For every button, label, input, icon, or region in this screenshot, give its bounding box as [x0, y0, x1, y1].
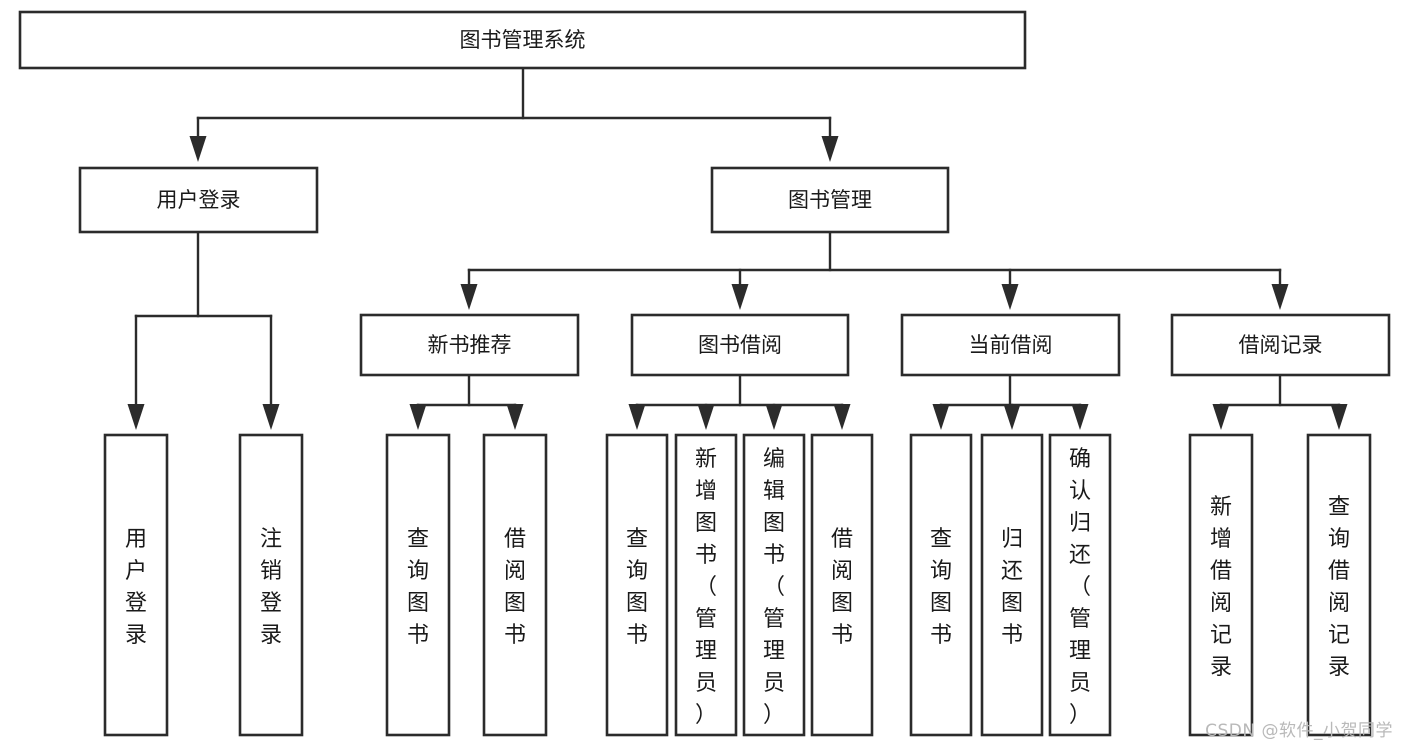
node-label: 图书借阅 [698, 333, 782, 357]
connector-layer [127, 66, 1348, 430]
connector-bus-current-borrow [932, 373, 1089, 430]
leaf-label: 查询图书 [407, 527, 429, 648]
node-box-borrow-record[interactable]: 借阅记录 [1170, 313, 1391, 377]
leaf-box-leaf-logout[interactable]: 注销登录 [238, 433, 304, 737]
node-label: 新书推荐 [428, 333, 512, 357]
connector-bus-user-login [127, 230, 280, 430]
node-box-user-login[interactable]: 用户登录 [78, 166, 319, 234]
leaf-box-leaf-edit-book[interactable]: 编辑图书（管理员） [742, 433, 806, 737]
connector-bus-new-book-rec [409, 373, 524, 430]
leaf-box-leaf-borrow-book-2[interactable]: 借阅图书 [810, 433, 874, 737]
connector-bus-book-borrow [628, 373, 851, 430]
leaf-label: 新增图书（管理员） [695, 447, 717, 728]
leaf-label: 用户登录 [125, 527, 147, 648]
leaf-box-leaf-confirm-return[interactable]: 确认归还（管理员） [1048, 433, 1112, 737]
leaf-label: 编辑图书（管理员） [763, 447, 785, 728]
leaf-label: 确认归还（管理员） [1069, 447, 1091, 728]
leaf-box-leaf-user-login[interactable]: 用户登录 [103, 433, 169, 737]
node-box-new-book-rec[interactable]: 新书推荐 [359, 313, 580, 377]
node-layer: 图书管理系统用户登录图书管理新书推荐图书借阅当前借阅借阅记录用户登录注销登录查询… [18, 10, 1391, 737]
leaf-box-leaf-query-book-2[interactable]: 查询图书 [605, 433, 669, 737]
node-label: 用户登录 [157, 188, 241, 212]
leaf-box-leaf-add-record[interactable]: 新增借阅记录 [1188, 433, 1254, 737]
leaf-box-leaf-borrow-book-1[interactable]: 借阅图书 [482, 433, 548, 737]
leaf-label: 查询借阅记录 [1328, 495, 1350, 680]
connector-bus-root [189, 66, 839, 162]
node-label: 图书管理 [788, 188, 872, 212]
leaf-box-leaf-add-book[interactable]: 新增图书（管理员） [674, 433, 738, 737]
leaf-box-leaf-query-book-3[interactable]: 查询图书 [909, 433, 973, 737]
node-label: 当前借阅 [969, 333, 1053, 357]
connector-bus-book-manage [460, 230, 1289, 310]
leaf-label: 查询图书 [626, 527, 648, 648]
node-box-root[interactable]: 图书管理系统 [18, 10, 1027, 70]
leaf-label: 归还图书 [1001, 527, 1023, 648]
leaf-label: 注销登录 [260, 527, 282, 648]
leaf-label: 借阅图书 [831, 527, 853, 648]
node-box-book-manage[interactable]: 图书管理 [710, 166, 950, 234]
leaf-box-leaf-return-book[interactable]: 归还图书 [980, 433, 1044, 737]
node-label: 借阅记录 [1239, 333, 1323, 357]
leaf-label: 新增借阅记录 [1210, 495, 1232, 680]
node-label: 图书管理系统 [460, 28, 586, 52]
node-box-current-borrow[interactable]: 当前借阅 [900, 313, 1121, 377]
connector-bus-borrow-record [1212, 373, 1348, 430]
leaf-box-leaf-query-record[interactable]: 查询借阅记录 [1306, 433, 1372, 737]
leaf-label: 查询图书 [930, 527, 952, 648]
leaf-box-leaf-query-book-1[interactable]: 查询图书 [385, 433, 451, 737]
node-box-book-borrow[interactable]: 图书借阅 [630, 313, 850, 377]
leaf-label: 借阅图书 [504, 527, 526, 648]
